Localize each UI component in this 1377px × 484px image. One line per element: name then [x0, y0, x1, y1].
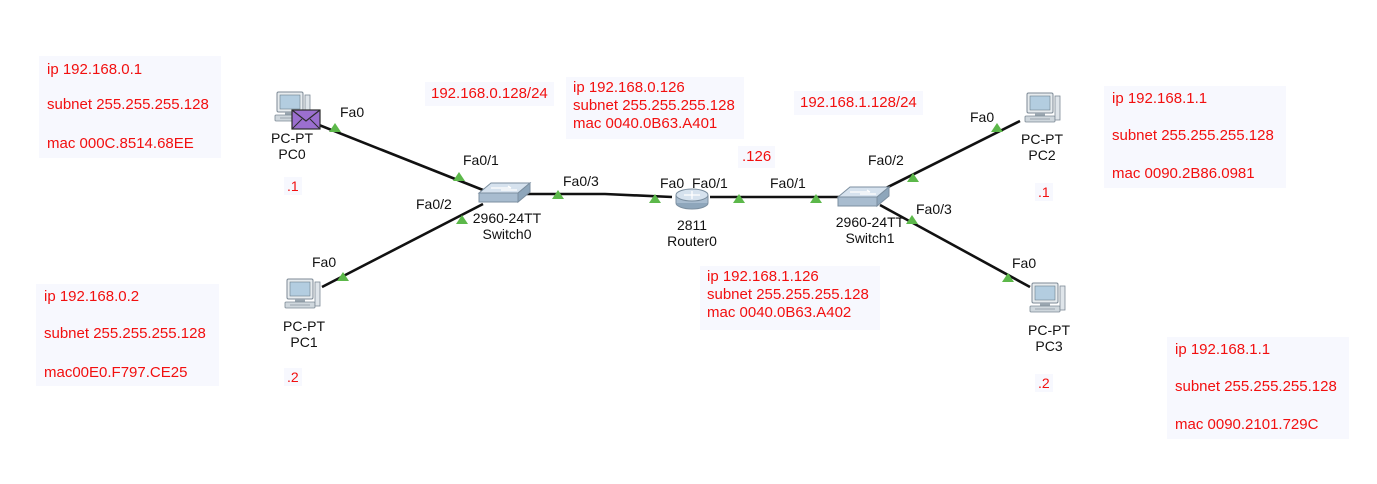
port-indicator	[907, 173, 919, 182]
link-pc0-switch0[interactable]	[313, 121, 489, 194]
link-pc1-switch0[interactable]	[321, 202, 484, 289]
port-label: Fa0/3	[916, 201, 952, 217]
pc0-config-note: ip 192.168.0.1 subnet 255.255.255.128 ma…	[39, 56, 221, 158]
pc1-config-note: ip 192.168.0.2 subnet 255.255.255.128 ma…	[36, 284, 219, 386]
port-label: Fa0/1	[463, 152, 499, 168]
device-name: PC1	[290, 334, 318, 350]
pc-icon[interactable]	[1029, 282, 1066, 313]
device-name: Switch0	[482, 226, 532, 242]
port-indicator	[991, 123, 1003, 132]
port-indicator	[552, 190, 564, 199]
note-line: subnet 255.255.255.128	[707, 286, 869, 303]
note-line: ip 192.168.0.1	[47, 61, 143, 78]
router-fa0-config-note: ip 192.168.0.126 subnet 255.255.255.128 …	[566, 77, 744, 139]
pc2-label: PC-PT PC2	[1012, 131, 1072, 163]
note-line: mac 0090.2B86.0981	[1112, 165, 1255, 182]
port-label: Fa0/3	[563, 173, 599, 189]
device-name: Switch1	[845, 230, 895, 246]
pc1-short-ip: .2	[284, 368, 302, 386]
note-line: ip 192.168.1.1	[1175, 341, 1271, 358]
router-short-ip: .126	[738, 146, 776, 168]
network-address: 192.168.1.128/24	[800, 94, 917, 111]
pc0-short-ip: .1	[284, 177, 302, 195]
port-label: Fa0/2	[868, 152, 904, 168]
network-label-left: 192.168.0.128/24	[425, 82, 554, 106]
link-switch0-router0[interactable]	[520, 192, 673, 199]
pc2-short-ip: .1	[1035, 183, 1053, 201]
note-line: subnet 255.255.255.128	[44, 325, 206, 342]
device-type: 2811	[676, 217, 708, 233]
device-name: PC3	[1035, 338, 1063, 354]
device-type: PC-PT	[1028, 322, 1070, 338]
port-label: Fa0	[340, 104, 365, 120]
switch1-label: 2960-24TT Switch1	[825, 214, 915, 246]
port-indicators	[329, 123, 1014, 282]
device-name: PC0	[278, 146, 306, 162]
device-type: PC-PT	[1021, 131, 1063, 147]
port-indicator	[649, 194, 661, 203]
device-type: PC-PT	[283, 318, 325, 334]
note-line: mac00E0.F797.CE25	[44, 364, 188, 381]
note-line: subnet 255.255.255.128	[47, 96, 209, 113]
note-line: subnet 255.255.255.128	[1112, 127, 1274, 144]
note-line: subnet 255.255.255.128	[573, 97, 735, 114]
port-label: Fa0	[660, 175, 685, 191]
port-indicator	[453, 172, 465, 181]
note-line: ip 192.168.1.1	[1112, 90, 1208, 107]
device-type: PC-PT	[271, 130, 313, 146]
envelope-icon	[291, 109, 321, 130]
device-type: 2960-24TT	[835, 214, 905, 230]
network-address: 192.168.0.128/24	[431, 85, 548, 102]
port-indicator	[733, 194, 745, 203]
note-line: subnet 255.255.255.128	[1175, 378, 1337, 395]
port-indicator	[456, 215, 468, 224]
pc3-config-note: ip 192.168.1.1 subnet 255.255.255.128 ma…	[1167, 337, 1349, 439]
port-label: Fa0/1	[692, 175, 728, 191]
device-type: 2960-24TT	[472, 210, 542, 226]
switch0-label: 2960-24TT Switch0	[462, 210, 552, 242]
port-indicator	[337, 272, 349, 281]
switch-icon[interactable]	[837, 186, 890, 207]
pc-icon[interactable]	[284, 278, 321, 309]
note-line: ip 192.168.1.126	[707, 268, 819, 285]
device-name: PC2	[1028, 147, 1056, 163]
link-switch1-pc2[interactable]	[875, 119, 1021, 195]
pc3-short-ip: .2	[1035, 374, 1053, 392]
pc2-config-note: ip 192.168.1.1 subnet 255.255.255.128 ma…	[1104, 86, 1286, 188]
port-label: Fa0/1	[770, 175, 806, 191]
link-switch1-pc3[interactable]	[879, 203, 1031, 289]
port-label: Fa0	[1012, 255, 1037, 271]
note-line: mac 0040.0B63.A402	[707, 304, 852, 321]
switch-icon[interactable]	[478, 182, 531, 203]
note-line: ip 192.168.0.2	[44, 288, 140, 305]
pc1-label: PC-PT PC1	[274, 318, 334, 350]
pc-icon[interactable]	[1024, 92, 1061, 123]
port-indicator	[810, 194, 822, 203]
note-line: mac 0090.2101.729C	[1175, 416, 1319, 433]
port-label: Fa0	[312, 254, 337, 270]
router-ip-suffix: .126	[742, 148, 772, 165]
note-line: mac 0040.0B63.A401	[573, 115, 718, 132]
router0-label: 2811 Router0	[662, 217, 722, 249]
router-icon[interactable]	[675, 188, 709, 210]
port-indicator	[906, 215, 918, 224]
device-name: Router0	[667, 233, 717, 249]
port-indicator	[1002, 273, 1014, 282]
network-label-right: 192.168.1.128/24	[794, 91, 923, 115]
note-line: mac 000C.8514.68EE	[47, 135, 194, 152]
port-indicator	[329, 123, 341, 132]
note-line: ip 192.168.0.126	[573, 79, 685, 96]
router-fa01-config-note: ip 192.168.1.126 subnet 255.255.255.128 …	[700, 266, 880, 330]
port-label: Fa0	[970, 109, 995, 125]
pc3-label: PC-PT PC3	[1019, 322, 1079, 354]
pc0-label: PC-PT PC0	[262, 130, 322, 162]
port-label: Fa0/2	[416, 196, 452, 212]
